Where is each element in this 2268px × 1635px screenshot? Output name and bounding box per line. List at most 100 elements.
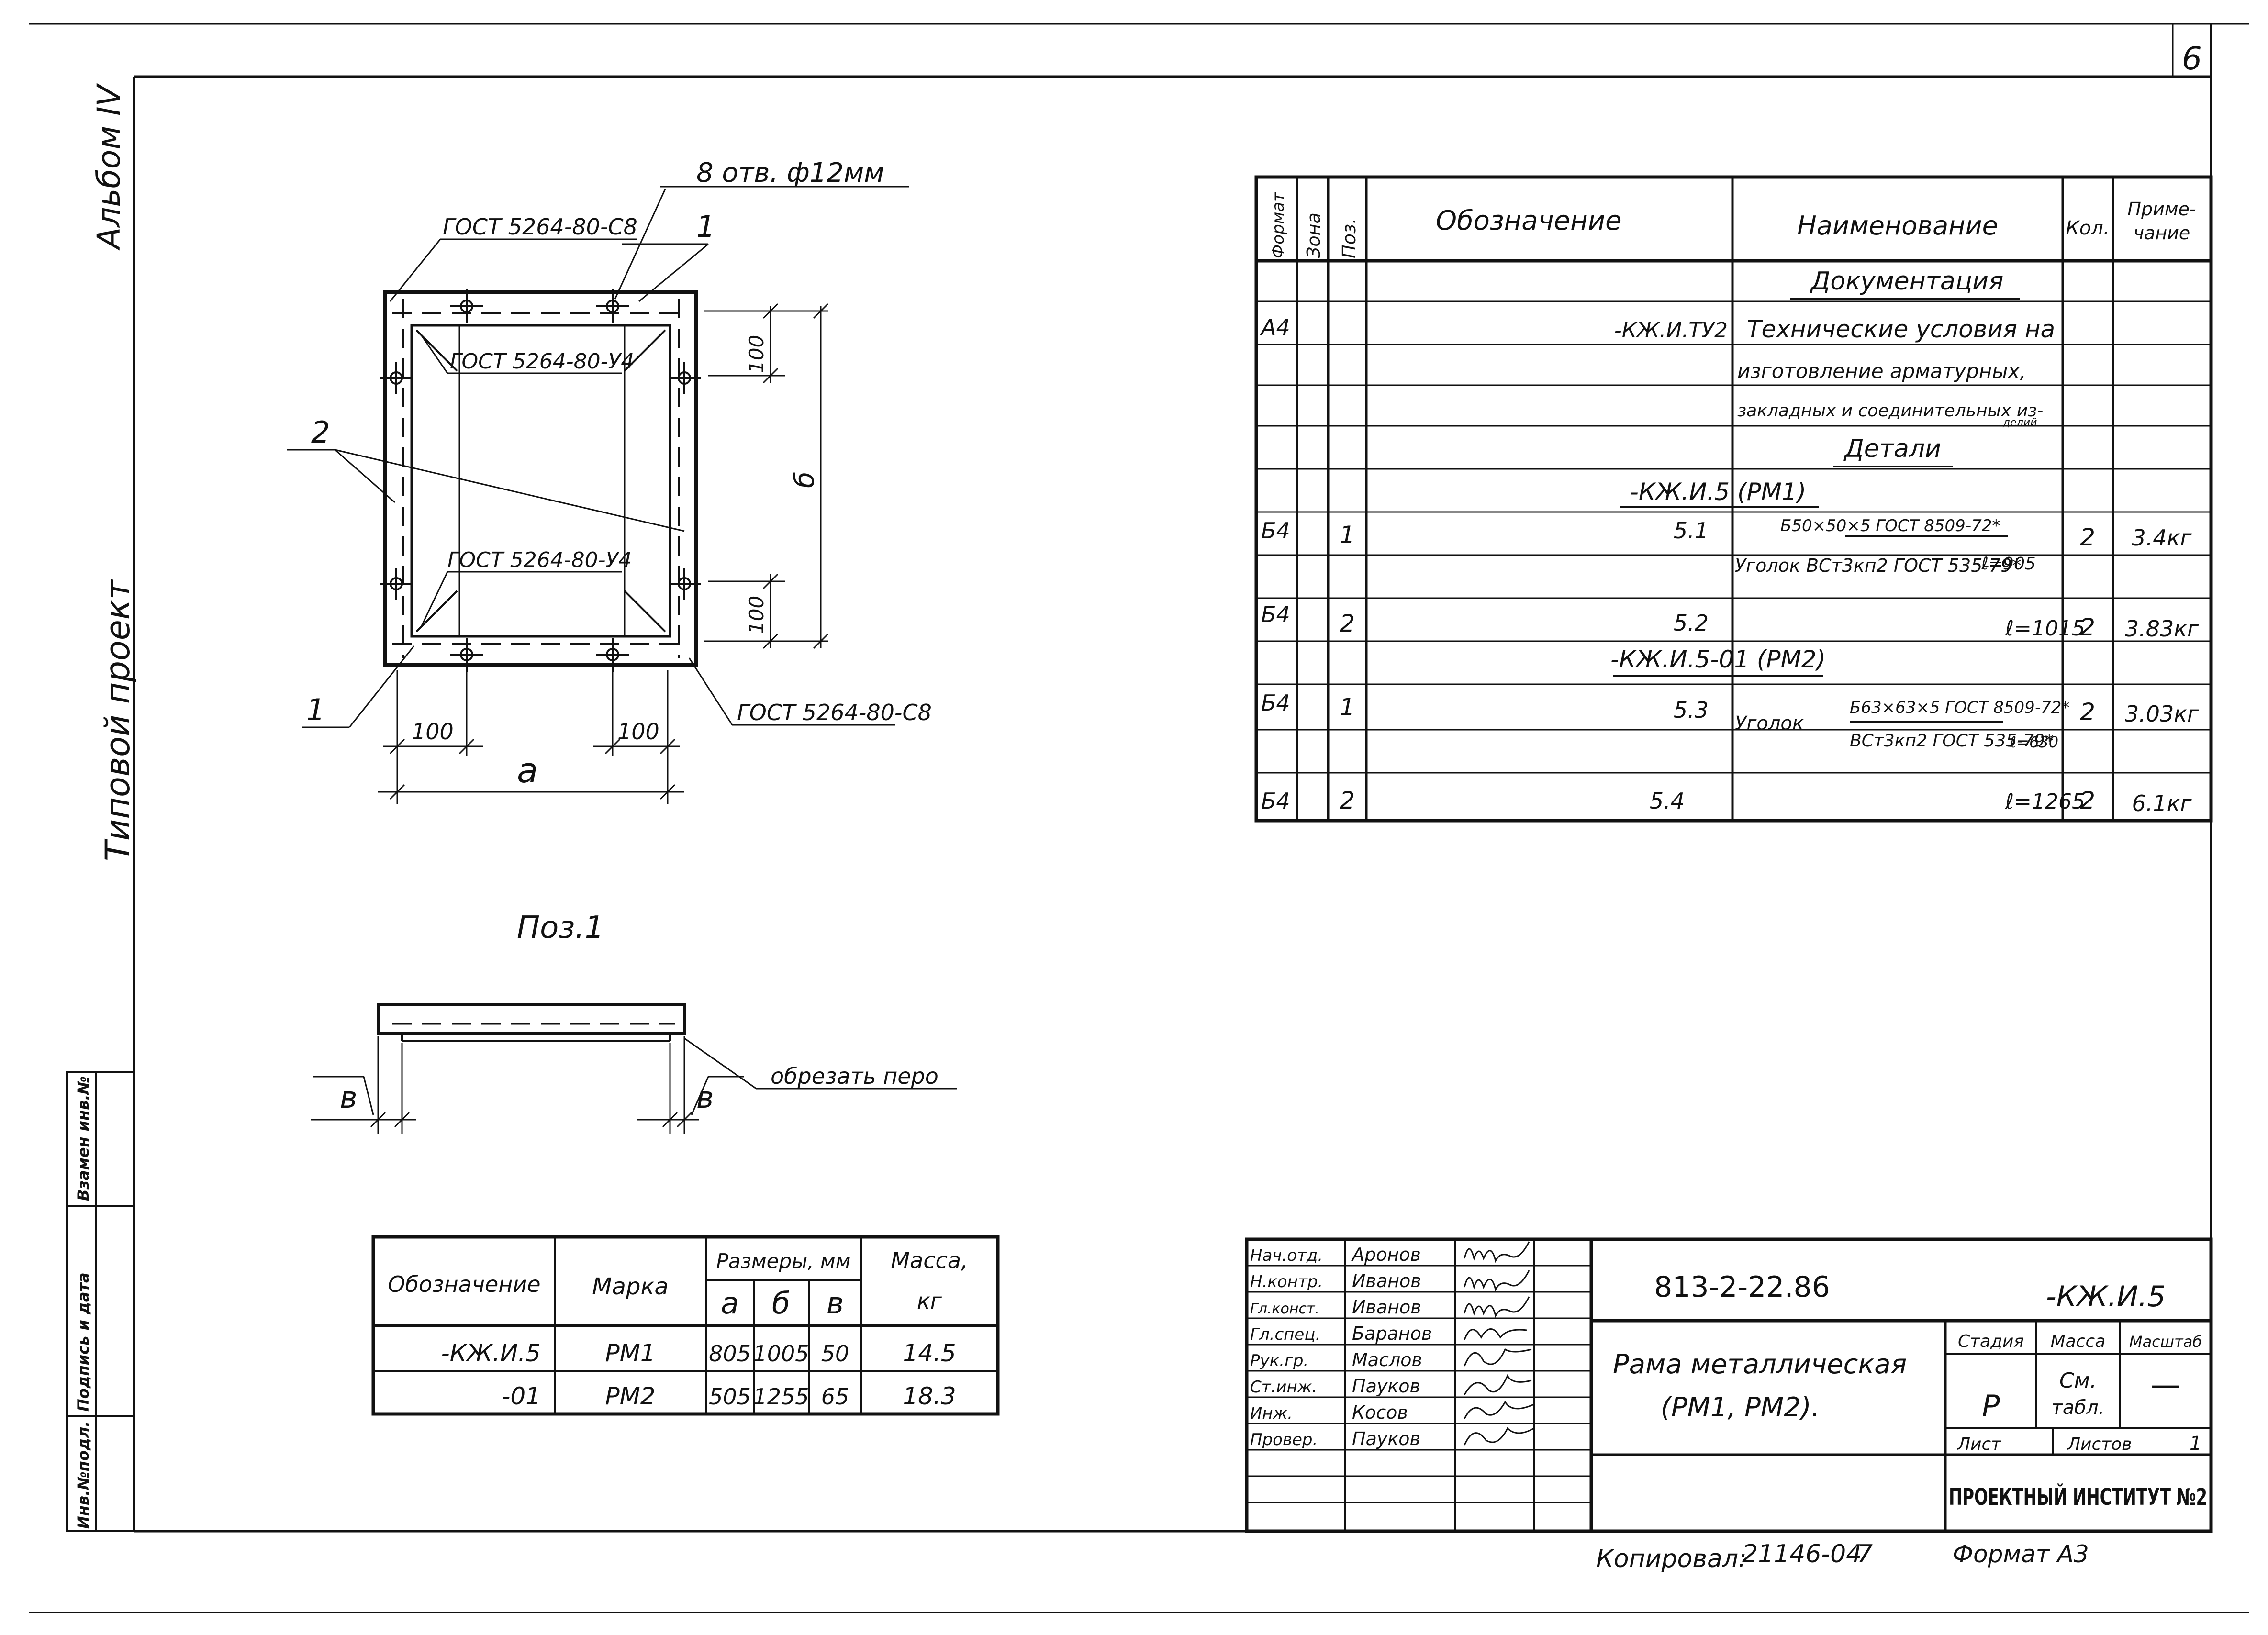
pos-1-top: 1	[696, 209, 715, 244]
spec-row-doc: А4 -КЖ.И.ТУ2 Технические условия на изго…	[1260, 314, 2055, 429]
pos-1-bottom: 1	[306, 692, 325, 727]
dim-v-left: в	[340, 1080, 358, 1115]
mass-row-b: 1005	[753, 1341, 809, 1367]
spec-row-format: Б4	[1261, 788, 1290, 814]
weld-c8-top: ГОСТ 5264-80-С8	[443, 214, 637, 240]
spec-row-qty: 2	[2080, 523, 2095, 551]
pos1-title: Поз.1	[517, 910, 604, 945]
spec-header-zone: Зона	[1303, 212, 1324, 258]
spec-doc-name-3: закладных и соединительных из-	[1737, 401, 2043, 421]
spec-row-designation: 5.2	[1674, 610, 1709, 636]
mass-row-b: 1255	[753, 1384, 809, 1410]
scale-value: —	[2151, 1367, 2180, 1402]
spec-row-designation: 5.3	[1674, 697, 1709, 723]
spec-row-format: Б4	[1261, 690, 1290, 716]
mass-row-v: 65	[821, 1384, 849, 1410]
role-cell: Провер.	[1250, 1430, 1318, 1449]
dim-100-mid: 100	[617, 719, 659, 745]
mass-row-a: 505	[709, 1384, 751, 1410]
spec-row-length: ℓ=1015	[2005, 616, 2085, 641]
mass-row-mark: РМ2	[605, 1382, 655, 1410]
name-cell: Иванов	[1352, 1270, 1421, 1291]
spec-row-format: Б4	[1261, 518, 1290, 544]
spec-table-grid	[1254, 175, 2213, 823]
mass-table-header-mass: Масса,	[891, 1247, 968, 1273]
role-cell: Рук.гр.	[1250, 1351, 1308, 1370]
spec-row: Б4 2 5.2 ℓ=1015 2 3.83кг	[1261, 601, 2199, 642]
spec-section-details: Детали	[1843, 434, 1941, 463]
role-cell: Нач.отд.	[1250, 1246, 1323, 1265]
spec-row-qty: 2	[2080, 613, 2095, 641]
mass-table-header-mark: Марка	[592, 1273, 669, 1300]
spec-row-note: 3.4кг	[2132, 525, 2192, 551]
role-cell: Н.контр.	[1250, 1272, 1323, 1291]
mass-row-a: 805	[709, 1341, 751, 1367]
holes-note: 8 отв. ф12мм	[696, 157, 884, 189]
mass-row-designation: -01	[502, 1382, 541, 1410]
sheets-header: Листов	[2067, 1435, 2132, 1454]
spec-row-qty: 2	[2080, 698, 2095, 726]
spec-doc-name-2: изготовление арматурных,	[1737, 359, 2026, 383]
name-cell: Аронов	[1351, 1244, 1421, 1265]
spec-doc-designation: -КЖ.И.ТУ2	[1614, 318, 1728, 343]
drawing-code: 813-2-22.86	[1654, 1270, 1830, 1304]
spec-doc-name-4: делий	[2002, 417, 2037, 429]
spec-header-format: Формат	[1269, 192, 1288, 258]
name-cell: Иванов	[1352, 1297, 1421, 1318]
spec-row-designation: 5.4	[1650, 788, 1685, 814]
role-cell: Инж.	[1250, 1404, 1293, 1423]
spec-row-pos: 1	[1340, 693, 1355, 721]
sheets-value: 1	[2190, 1433, 2201, 1455]
album-label: Альбом IV	[90, 83, 127, 251]
dim-100-left: 100	[412, 719, 454, 745]
spec-section-documentation: Документация	[1810, 267, 2003, 296]
mass-row-designation: -КЖ.И.5	[441, 1339, 541, 1367]
dim-v-right: в	[696, 1080, 714, 1115]
drawing-title-2: (РМ1, РМ2).	[1661, 1392, 1820, 1423]
mass-table-row: -01 РМ2 505 1255 65 18.3	[502, 1382, 956, 1410]
title-block-grid	[1245, 1237, 2213, 1533]
mass-row-mass: 18.3	[903, 1382, 956, 1410]
spec-row-name-top: Б63×63×5 ГОСТ 8509-72*	[1850, 698, 2069, 717]
spec-row: Б4 2 5.4 ℓ=1265 2 6.1кг	[1261, 787, 2192, 816]
cut-note: обрезать перо	[771, 1063, 938, 1089]
name-cell: Маслов	[1352, 1349, 1422, 1370]
weld-c8-bottom: ГОСТ 5264-80-С8	[737, 700, 932, 725]
spec-doc-name-1: Технические условия на	[1747, 315, 2055, 343]
spec-row-length: ℓ=905	[1981, 554, 2036, 574]
dim-b: б	[789, 471, 820, 488]
spec-header-note-2: чание	[2134, 222, 2190, 244]
drawing-title-1: Рама металлическая	[1613, 1349, 1907, 1380]
name-cell: Баранов	[1352, 1323, 1432, 1344]
spec-header-note-1: Приме-	[2127, 199, 2196, 220]
role-cell: Гл.конст.	[1250, 1301, 1319, 1317]
spec-row-note: 3.03кг	[2125, 701, 2199, 727]
name-cell: Пауков	[1352, 1376, 1420, 1397]
copied-by-value: 21146-04	[1742, 1540, 1862, 1568]
sheet-format: Формат А3	[1953, 1540, 2089, 1568]
spec-row-pos: 1	[1340, 521, 1355, 549]
spec-header-qty: Кол.	[2066, 217, 2109, 239]
stage-header: Стадия	[1958, 1332, 2024, 1351]
frame-plan-view	[287, 186, 909, 804]
spec-row-name-lead: Уголок	[1735, 712, 1804, 734]
pos-2: 2	[311, 415, 330, 450]
weld-u4-top: ГОСТ 5264-80-У4	[450, 349, 634, 374]
project-label: Типовой проект	[98, 579, 137, 861]
name-cell: Пауков	[1352, 1428, 1420, 1449]
stamp-signature-date: Подпись и дата	[74, 1272, 92, 1412]
spec-row-name-bottom: ВСт3кп2 ГОСТ 535-79*	[1850, 731, 2054, 751]
spec-group-2: -КЖ.И.5-01 (РМ2)	[1610, 645, 1826, 673]
mass-table-header-a: а	[721, 1286, 739, 1321]
mass-table-header-b: б	[772, 1286, 790, 1321]
spec-row-note: 6.1кг	[2132, 790, 2192, 816]
role-cell: Гл.спец.	[1250, 1325, 1320, 1344]
spec-header-name: Наименование	[1797, 211, 1998, 241]
sheet-number: 6	[2182, 40, 2202, 77]
dim-100-right-bottom: 100	[745, 596, 768, 634]
scale-header: Масштаб	[2129, 1333, 2202, 1351]
spec-row: Б4 1 5.1 Б50×50×5 ГОСТ 8509-72* Уголок В…	[1261, 516, 2192, 576]
name-cell: Косов	[1352, 1402, 1408, 1423]
mass-value-1: См.	[2059, 1368, 2097, 1393]
